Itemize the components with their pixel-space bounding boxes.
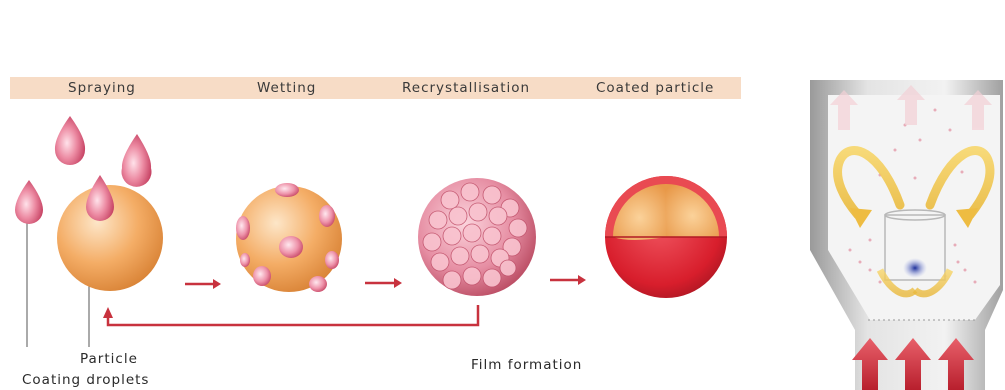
droplet [86, 175, 114, 221]
film-formation-label: Film formation [471, 357, 582, 373]
coated-particle-group [605, 176, 727, 298]
droplet [15, 180, 43, 224]
coating-droplets-label: Coating droplets [22, 372, 149, 388]
wurster-column-illustration [810, 80, 1003, 390]
droplet [55, 116, 85, 165]
spraying-group [15, 116, 163, 347]
particle-label: Particle [80, 351, 138, 367]
droplet [122, 134, 152, 187]
recrystallisation-group [418, 178, 536, 296]
wetting-group [236, 183, 342, 292]
